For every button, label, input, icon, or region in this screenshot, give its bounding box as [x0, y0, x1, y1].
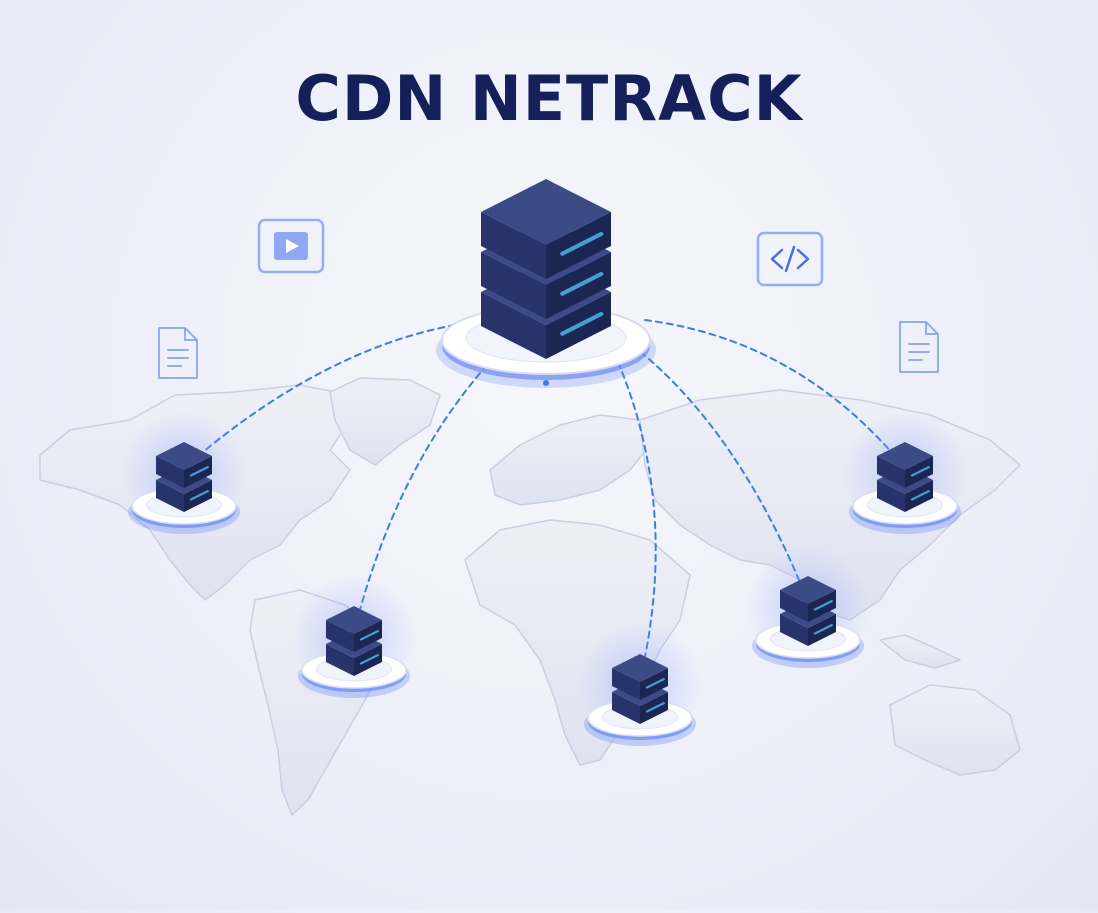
- origin-unit-top: [481, 179, 611, 279]
- greenland-land: [329, 377, 441, 466]
- document-icon: [899, 321, 939, 373]
- page-title: CDN NETRACK: [295, 62, 803, 135]
- play-video-icon: [257, 218, 325, 274]
- edge-server-south-asia: [746, 545, 870, 669]
- server-unit-upper: [612, 654, 668, 700]
- server-icon: [612, 654, 668, 724]
- indonesia-land: [879, 634, 961, 669]
- document-icon: [158, 327, 198, 379]
- edge-server-east-asia: [843, 411, 967, 535]
- server-icon: [156, 442, 212, 512]
- server-unit-upper: [780, 576, 836, 622]
- server-unit-upper: [156, 442, 212, 488]
- origin-server: [436, 179, 656, 388]
- server-icon: [326, 606, 382, 676]
- server-icon: [780, 576, 836, 646]
- europe-land: [489, 414, 651, 506]
- server-stack-icon: [481, 179, 611, 359]
- edge-server-north-america: [122, 411, 246, 535]
- server-unit-upper: [877, 442, 933, 488]
- edge-servers: [122, 411, 967, 747]
- code-brackets-icon: [756, 231, 824, 287]
- australia-land: [889, 684, 1021, 776]
- content-icons: [158, 218, 939, 379]
- edge-server-south-america: [292, 575, 416, 699]
- edge-server-africa: [578, 623, 702, 747]
- server-icon: [877, 442, 933, 512]
- server-unit-upper: [326, 606, 382, 652]
